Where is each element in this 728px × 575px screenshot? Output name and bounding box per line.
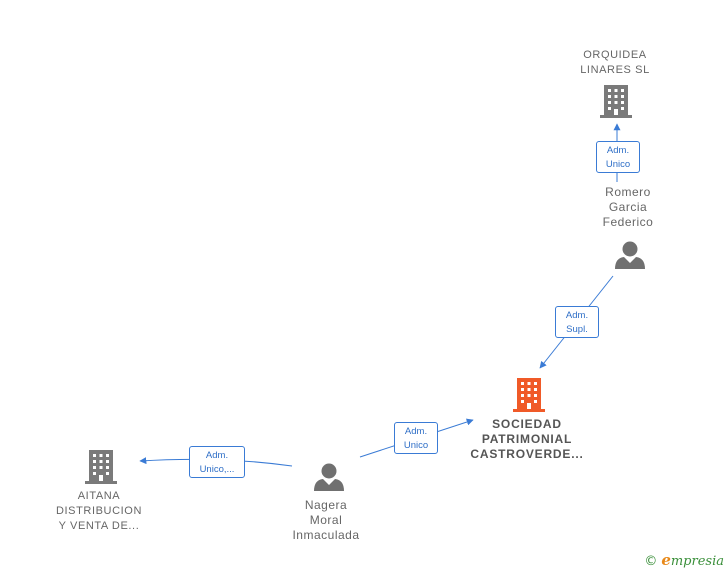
label-line: Moral: [309, 513, 343, 527]
edge-label-line: Adm.: [565, 310, 589, 321]
label-line: LINARES SL: [580, 64, 650, 76]
label-line: ORQUIDEA: [583, 49, 647, 61]
edge-label-line: Unico: [605, 159, 631, 170]
person-icon[interactable]: [314, 463, 344, 492]
edge-label-romero-sociedad[interactable]: Adm. Supl.: [555, 306, 599, 338]
company-label-orquidea[interactable]: ORQUIDEA LINARES SL: [567, 48, 663, 78]
copyright-symbol: ©: [644, 554, 658, 569]
label-line: AITANA: [77, 490, 121, 502]
edge-label-romero-orquidea[interactable]: Adm. Unico: [596, 141, 640, 173]
building-icon[interactable]: [85, 450, 117, 484]
label-line: Romero: [605, 185, 651, 199]
label-line: DISTRIBUCION: [55, 505, 143, 517]
label-line: Federico: [602, 215, 654, 229]
edge-label-line: Supl.: [566, 324, 588, 335]
company-label-sociedad[interactable]: SOCIEDAD PATRIMONIAL CASTROVERDE...: [462, 417, 592, 462]
person-icon[interactable]: [615, 241, 645, 270]
label-line: CASTROVERDE...: [470, 447, 584, 461]
label-line: SOCIEDAD: [492, 417, 562, 431]
edge-label-line: Adm.: [606, 145, 630, 156]
person-label-nagera[interactable]: Nagera Moral Inmaculada: [280, 498, 372, 543]
company-label-aitana[interactable]: AITANA DISTRIBUCION Y VENTA DE...: [46, 489, 152, 534]
edge-label-line: Adm.: [404, 426, 428, 437]
label-line: Nagera: [304, 498, 348, 512]
brand-logo-e: e: [661, 551, 671, 569]
brand-name: mpresia: [670, 554, 724, 569]
edge-label-line: Adm.: [205, 450, 229, 461]
person-label-romero[interactable]: Romero Garcia Federico: [580, 185, 676, 230]
label-line: Garcia: [608, 200, 648, 214]
label-line: Inmaculada: [292, 528, 360, 542]
edge-label-line: Unico,...: [199, 464, 235, 475]
empresia-watermark: ©empresia: [644, 551, 724, 569]
building-icon[interactable]: [600, 85, 632, 118]
edge-label-nagera-sociedad[interactable]: Adm. Unico: [394, 422, 438, 454]
edge-label-line: Unico: [403, 440, 429, 451]
label-line: Y VENTA DE...: [58, 520, 140, 532]
edge-label-nagera-aitana[interactable]: Adm. Unico,...: [189, 446, 245, 478]
building-icon[interactable]: [513, 378, 545, 412]
label-line: PATRIMONIAL: [481, 432, 573, 446]
